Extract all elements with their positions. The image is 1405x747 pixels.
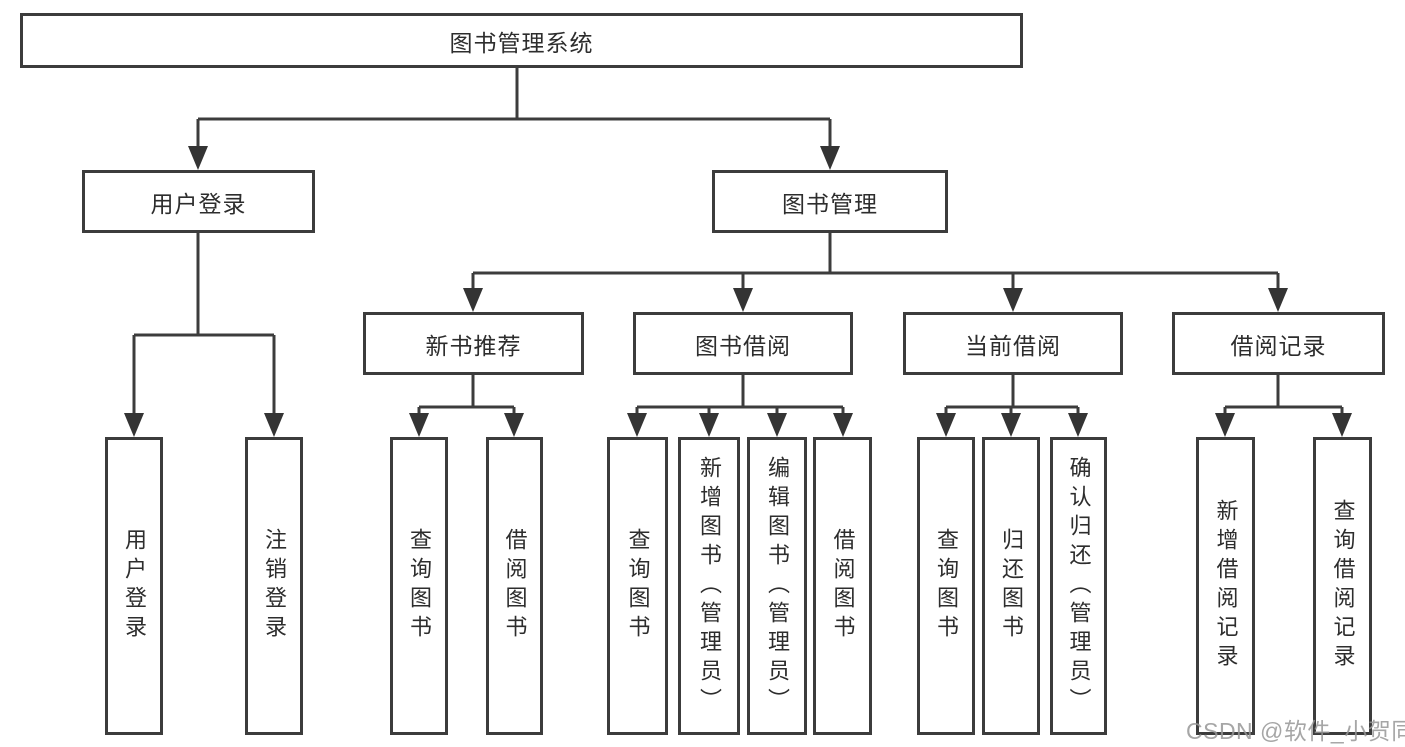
node-query-books-rec: 查询图书: [390, 437, 448, 735]
node-label: 编辑图书（管理员）: [765, 455, 790, 717]
node-label: 查询图书: [934, 528, 959, 644]
node-label: 用户登录: [122, 528, 147, 644]
connector-borrowrecords-to-leaves: [1223, 375, 1344, 414]
connector-currentborrow-to-leaves: [944, 375, 1080, 414]
node-add-books-admin: 新增图书（管理员）: [678, 437, 740, 735]
arrowhead: [463, 288, 483, 312]
node-confirm-return-admin: 确认归还（管理员）: [1050, 437, 1107, 735]
arrowhead: [1268, 288, 1288, 312]
node-logout: 注销登录: [245, 437, 303, 735]
node-label: 确认归还（管理员）: [1066, 455, 1092, 717]
node-label: 注销登录: [262, 528, 287, 644]
connector-root-to-level2: [196, 68, 832, 148]
node-label: 新书推荐: [425, 332, 522, 359]
node-label: 查询图书: [407, 528, 432, 644]
arrowhead: [820, 146, 840, 170]
node-edit-books-admin: 编辑图书（管理员）: [747, 437, 807, 735]
node-borrow-books-rec: 借阅图书: [486, 437, 543, 735]
node-library-management-system: 图书管理系统: [20, 13, 1023, 68]
node-add-borrow-record: 新增借阅记录: [1196, 437, 1255, 735]
arrowhead: [1068, 413, 1088, 437]
arrowhead: [409, 413, 429, 437]
arrowhead: [124, 413, 144, 437]
node-label: 查询借阅记录: [1330, 499, 1356, 673]
node-borrowing-records: 借阅记录: [1172, 312, 1385, 375]
node-query-books-cb: 查询图书: [917, 437, 975, 735]
node-label: 图书管理系统: [449, 29, 594, 56]
csdn-watermark: CSDN @软件_小贺同学: [1186, 718, 1405, 744]
node-return-books: 归还图书: [982, 437, 1040, 735]
arrowhead: [264, 413, 284, 437]
arrowhead: [767, 413, 787, 437]
node-query-books-bb: 查询图书: [607, 437, 668, 735]
node-new-book-recommend: 新书推荐: [363, 312, 584, 375]
node-label: 归还图书: [999, 528, 1024, 644]
node-label: 用户登录: [150, 190, 247, 217]
arrowhead: [627, 413, 647, 437]
arrowhead: [833, 413, 853, 437]
arrowhead: [1003, 288, 1023, 312]
connector-bookborrow-to-leaves: [635, 375, 845, 414]
arrowhead: [733, 288, 753, 312]
arrowhead: [1215, 413, 1235, 437]
node-label: 当前借阅: [965, 332, 1061, 359]
node-label: 新增图书（管理员）: [697, 455, 722, 717]
arrowhead: [504, 413, 524, 437]
node-borrow-books-bb: 借阅图书: [813, 437, 872, 735]
node-label: 新增借阅记录: [1213, 499, 1239, 673]
connector-userlogin-to-leaves: [132, 233, 276, 415]
arrowhead: [936, 413, 956, 437]
node-label: 图书借阅: [695, 332, 791, 359]
node-query-borrow-record: 查询借阅记录: [1313, 437, 1372, 735]
arrowhead: [188, 146, 208, 170]
arrowhead: [1332, 413, 1352, 437]
node-label: 图书管理: [782, 190, 878, 217]
node-label: 借阅图书: [502, 528, 528, 644]
node-book-management: 图书管理: [712, 170, 948, 233]
node-label: 借阅图书: [830, 528, 856, 644]
node-user-login: 用户登录: [105, 437, 163, 735]
arrowhead: [1001, 413, 1021, 437]
node-current-borrowing: 当前借阅: [903, 312, 1123, 375]
connector-newbookrec-to-leaves: [417, 375, 516, 414]
node-user-login-group: 用户登录: [82, 170, 315, 233]
node-book-borrowing: 图书借阅: [633, 312, 853, 375]
node-label: 借阅记录: [1230, 332, 1327, 359]
node-label: 查询图书: [625, 528, 651, 644]
connector-bookmgmt-to-level3: [471, 233, 1280, 290]
arrowhead: [699, 413, 719, 437]
